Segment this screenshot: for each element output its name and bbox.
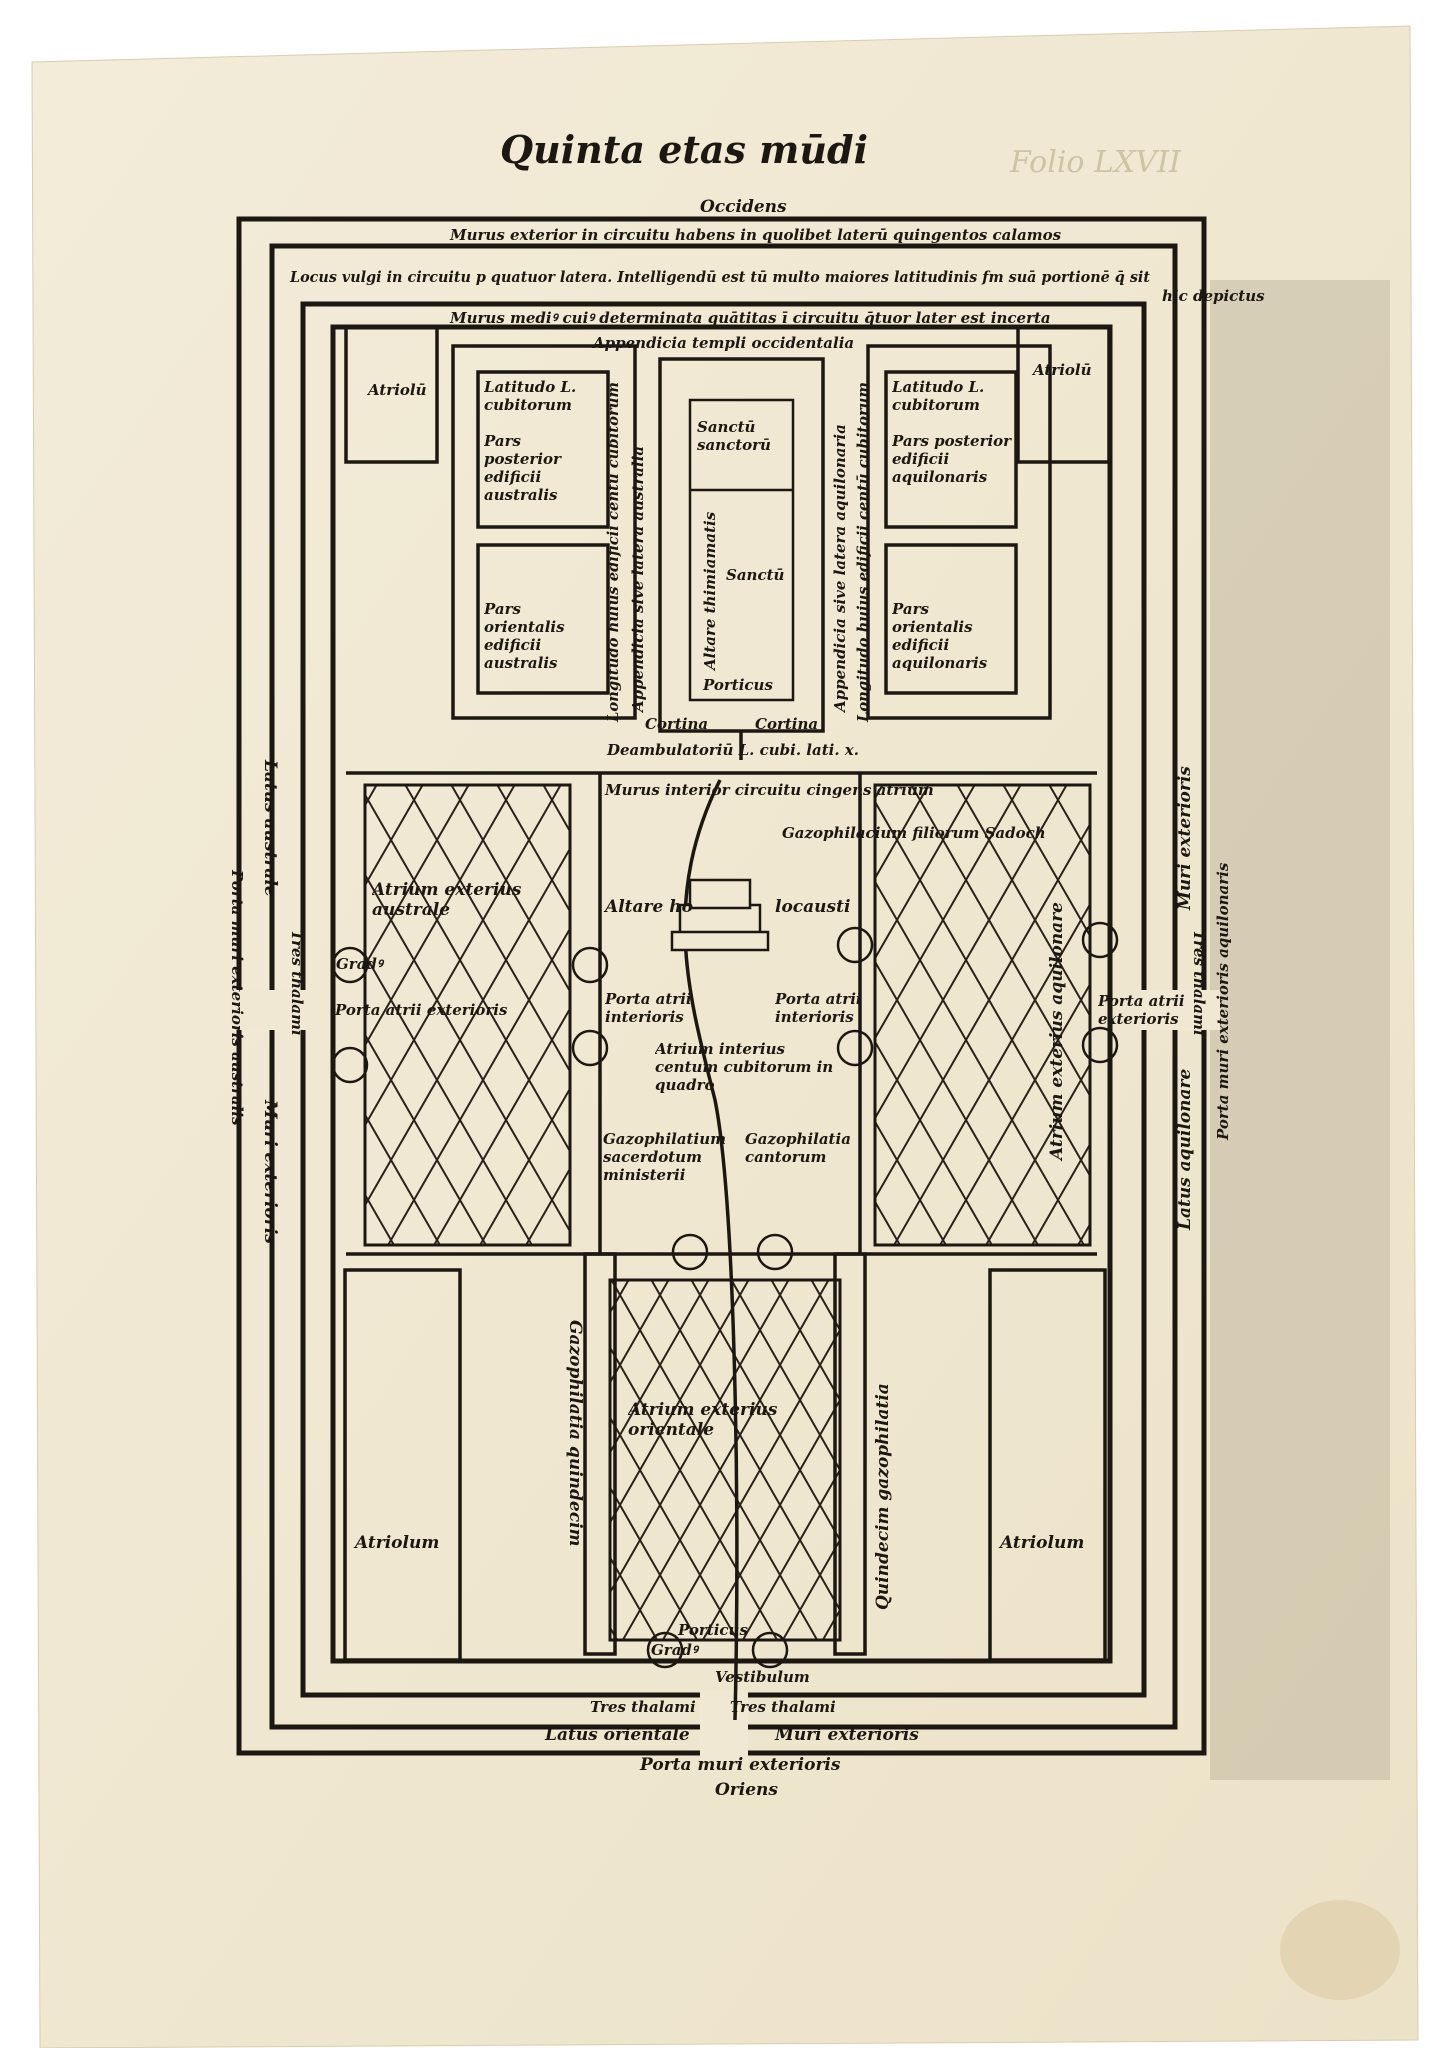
label-step: Gradꝰ	[336, 955, 385, 973]
label-court-of-people: Locus vulgi in circuitu p quatuor latera…	[289, 268, 1150, 286]
label-middle-wall: Murus mediꝰ cuiꝰ determinata quātitas ī …	[449, 309, 1051, 327]
label-east-gate: Porta muri exterioris	[639, 1755, 841, 1775]
label-latitude-south: Latitudo L. cubitorum	[484, 378, 577, 414]
label-east-wall: Muri exterioris	[774, 1725, 919, 1745]
steps-circles	[331, 921, 1119, 1669]
label-walkway: Deambulatoriū L. cubi. lati. x.	[606, 741, 859, 759]
altar-holocaust-drawing	[670, 878, 770, 952]
label-length-north: Longitudo huius edificii centū cubitorum	[854, 382, 872, 723]
label-curtain-right: Cortina	[755, 715, 818, 733]
label-south-gate: Porta muri exterioris australis	[228, 869, 246, 1126]
label-inner-atrium: Atrium interius centum cubitorum in quad…	[655, 1040, 834, 1094]
label-three-chambers-ne: Tres thalami	[1190, 930, 1208, 1036]
label-north-wall: Muri exterioris	[1175, 766, 1195, 911]
label-length-south: Longitudo huius edificii centū cubitorum	[604, 382, 622, 723]
label-rear-south: Pars posterior edificii australis	[484, 432, 561, 504]
label-outer-wall: Murus exterior in circuitu habens in quo…	[449, 226, 1062, 244]
label-south-court: Atrium exterius australe	[372, 880, 522, 920]
label-holy: Sanctū	[726, 566, 785, 584]
label-west-annex: Appendicia templi occidentalia	[591, 334, 854, 352]
label-atriolum-se: Atriolum	[998, 1533, 1084, 1553]
label-altar-incense: Altare thimiamatis	[701, 511, 719, 672]
label-annex-north: Appendicia sive latera aquilonaria	[831, 424, 849, 714]
label-treasury-sadoc: Gazophilacium filiorum Sadoch	[782, 824, 1046, 842]
paper-sheet	[31, 25, 1419, 2048]
label-holy-of-holies: Sanctū sanctorū	[697, 418, 771, 454]
label-atriolum-ne: Atriolū	[1031, 361, 1092, 379]
label-north-gate: Porta muri exterioris aquilonaris	[1214, 862, 1232, 1141]
label-west: Occidens	[700, 197, 787, 217]
label-latitude-north: Latitudo L. cubitorum	[892, 378, 985, 414]
label-inner-wall: Murus interior circuitu cingens atrium	[604, 781, 934, 799]
label-altar-right: locausti	[775, 897, 850, 917]
label-curtain-left: Cortina	[645, 715, 708, 733]
ghost-folio: Folio LXVII	[1009, 145, 1182, 180]
label-treasuries-left: Gazophilatia quindecim	[565, 1320, 585, 1547]
label-annex-south: Appendicia sive latera australia	[629, 446, 647, 714]
label-south-wall: Muri exterioris	[260, 1099, 280, 1244]
page-title: Quinta etas mūdi	[500, 127, 868, 172]
label-vestibule-bottom: Vestibulum	[715, 1668, 810, 1686]
label-three-chambers-sw: Tres thalami	[288, 930, 306, 1036]
paper-stain	[1280, 1900, 1400, 2000]
label-porch-bottom: Porticus	[677, 1621, 748, 1639]
label-treasury-priests: Gazophilatium sacerdotum ministerii	[603, 1130, 726, 1184]
label-east-north: Pars orientalis edificii aquilonaris	[892, 600, 988, 672]
label-step-bottom: Gradꝰ	[651, 1641, 700, 1659]
label-three-chambers-left: Tres thalami	[590, 1698, 696, 1716]
label-porch: Porticus	[702, 676, 773, 694]
label-court-of-people-2: hic depictus	[1162, 287, 1265, 305]
label-atriolum-sw: Atriolum	[353, 1533, 439, 1553]
temple-building	[344, 325, 1111, 760]
label-gate-inner-left: Porta atrii interioris	[605, 990, 692, 1026]
label-treasuries-right: Quindecim gazophilatia	[873, 1383, 893, 1610]
label-gate-inner-right: Porta atrii interioris	[775, 990, 862, 1026]
label-treasury-singers: Gazophilatia cantorum	[745, 1130, 851, 1166]
label-gate-outer-south: Porta atrii exterioris	[334, 1001, 508, 1019]
label-south-side: Latus australe	[260, 759, 280, 897]
label-altar-left: Altare ho	[603, 897, 693, 917]
label-three-chambers-right: Tres thalami	[730, 1698, 836, 1716]
bleed-through-text	[1210, 280, 1390, 1780]
label-north-side: Latus aquilonare	[1175, 1068, 1195, 1231]
label-rear-north: Pars posterior edificii aquilonaris	[892, 432, 1012, 486]
label-atriolum-nw: Atriolū	[366, 381, 427, 399]
label-north-court: Atrium exterius aquilonare	[1047, 902, 1067, 1162]
label-east-south: Pars orientalis edificii australis	[484, 600, 565, 672]
gate-gaps	[230, 990, 1220, 1760]
court-structure	[343, 771, 1107, 1721]
label-east: Oriens	[715, 1780, 778, 1800]
label-gate-outer-north: Porta atrii exterioris	[1098, 992, 1185, 1028]
label-east-side: Latus orientale	[544, 1725, 690, 1745]
label-east-court: Atrium exterius orientale	[628, 1400, 778, 1440]
